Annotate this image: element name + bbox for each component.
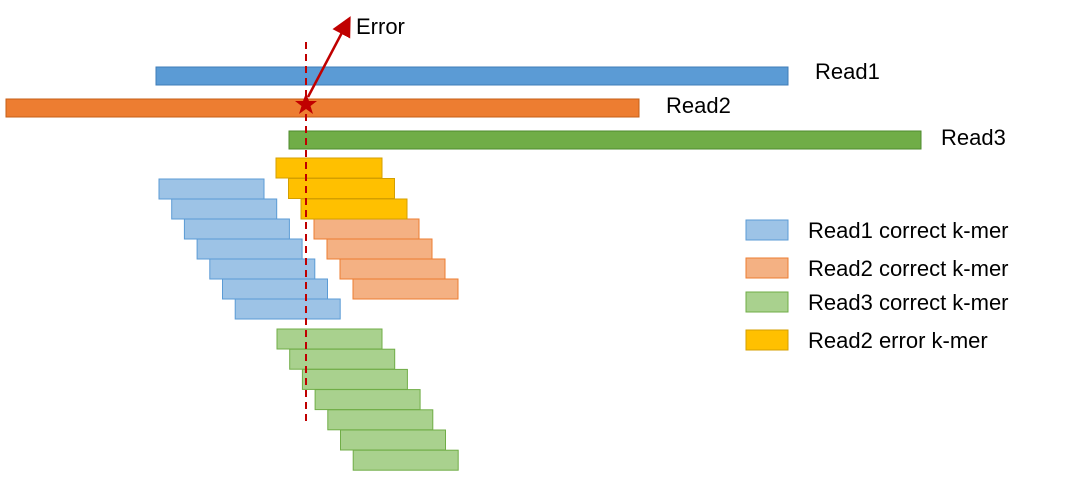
read1-kmer-4 [196, 238, 303, 260]
read1-kmer-7 [234, 298, 341, 320]
read2-error-kmer-3 [300, 198, 408, 220]
read3-kmer-3 [301, 368, 408, 390]
read3-bar [288, 130, 922, 150]
read1-kmer-1 [158, 178, 265, 200]
legend-swatch-read1-correct [745, 219, 789, 241]
read3-kmer-1 [276, 328, 383, 350]
read2-error-kmer-1 [275, 157, 383, 179]
read3-kmer-group [276, 328, 459, 471]
read2-error-kmer-2 [288, 178, 395, 199]
read3-kmer-6 [340, 429, 446, 451]
legend: Read1 correct k-mer Read2 correct k-mer … [745, 218, 1009, 353]
read2-label: Read2 [666, 93, 731, 118]
read1-kmer-2 [171, 198, 278, 220]
read1-bar [155, 66, 789, 86]
read1-kmer-5 [209, 258, 316, 280]
read2-correct-kmer-2 [326, 238, 433, 260]
read3-kmer-5 [327, 409, 434, 431]
legend-label-read3-correct: Read3 correct k-mer [808, 290, 1009, 315]
legend-label-read1-correct: Read1 correct k-mer [808, 218, 1009, 243]
legend-swatch-read2-error [745, 329, 789, 351]
read1-kmer-group [158, 178, 341, 320]
read2-correct-kmer-group [313, 218, 459, 300]
error-label: Error [356, 14, 405, 39]
legend-label-read2-correct: Read2 correct k-mer [808, 256, 1009, 281]
error-arrow [306, 16, 351, 98]
legend-label-read2-error: Read2 error k-mer [808, 328, 988, 353]
read1-kmer-6 [222, 278, 328, 300]
read2-bar [5, 98, 640, 118]
read2-error-kmer-group [275, 157, 408, 220]
read2-correct-kmer-1 [313, 218, 420, 240]
legend-swatch-read2-correct [745, 257, 789, 279]
error-star-icon [295, 93, 317, 114]
read2-correct-kmer-3 [339, 258, 446, 280]
read1-kmer-3 [183, 218, 290, 240]
read2-correct-kmer-4 [352, 278, 459, 300]
read1-label: Read1 [815, 59, 880, 84]
legend-swatch-read3-correct [745, 291, 789, 313]
read3-kmer-4 [314, 389, 421, 411]
read3-label: Read3 [941, 125, 1006, 150]
read3-kmer-7 [352, 449, 459, 471]
